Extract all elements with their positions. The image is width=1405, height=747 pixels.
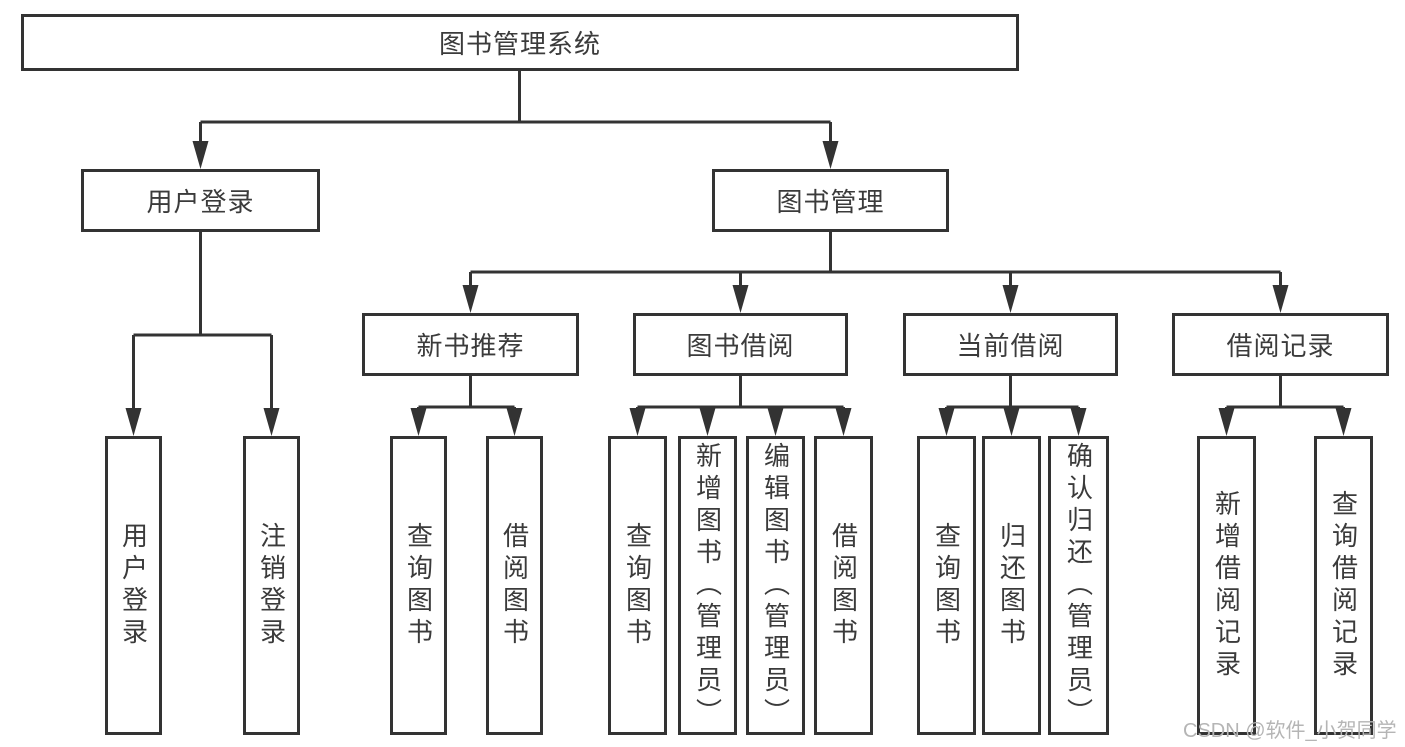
leaf-return-books: 归还图书	[982, 436, 1041, 735]
leaf-edit-books-admin: 编辑图书（管理员）	[746, 436, 805, 735]
arrowhead	[462, 285, 479, 313]
leaf-borrow-books: 借阅图书	[814, 436, 873, 735]
node-label: 图书管理系统	[438, 29, 601, 59]
arrowhead	[629, 408, 646, 436]
leaf-borrow-books-recommend: 借阅图书	[486, 436, 543, 735]
node-label: 用户登录	[118, 521, 149, 650]
node-label: 查询图书	[931, 521, 962, 650]
arrowhead	[263, 408, 280, 436]
leaf-query-borrow-record: 查询借阅记录	[1314, 436, 1373, 735]
node-borrowing-records: 借阅记录	[1172, 313, 1389, 376]
arrowhead	[1003, 408, 1020, 436]
arrowhead	[125, 408, 142, 436]
leaf-user-login: 用户登录	[105, 436, 162, 735]
arrowhead	[410, 408, 427, 436]
arrowhead	[835, 408, 852, 436]
node-label: 借阅记录	[1226, 331, 1335, 361]
leaf-add-books-admin: 新增图书（管理员）	[678, 436, 737, 735]
arrowhead	[822, 141, 839, 169]
leaf-confirm-return-admin: 确认归还（管理员）	[1048, 436, 1109, 735]
node-new-book-recommend: 新书推荐	[362, 313, 579, 376]
leaf-add-borrow-record: 新增借阅记录	[1197, 436, 1256, 735]
node-label: 注销登录	[256, 521, 287, 650]
node-book-borrowing: 图书借阅	[633, 313, 848, 376]
node-user-login: 用户登录	[81, 169, 320, 232]
arrowhead	[1002, 285, 1019, 313]
arrowhead	[1272, 285, 1289, 313]
node-label: 确认归还（管理员）	[1063, 441, 1094, 730]
leaf-query-books-borrow: 查询图书	[608, 436, 667, 735]
node-label: 查询图书	[622, 521, 653, 650]
node-label: 归还图书	[996, 521, 1027, 650]
arrowhead	[1070, 408, 1087, 436]
leaf-logout: 注销登录	[243, 436, 300, 735]
leaf-query-books-current: 查询图书	[917, 436, 976, 735]
node-label: 借阅图书	[828, 521, 859, 650]
arrowheads	[125, 141, 1352, 436]
arrowhead	[732, 285, 749, 313]
node-library-system: 图书管理系统	[21, 14, 1019, 71]
leaf-query-books-recommend: 查询图书	[390, 436, 447, 735]
csdn-watermark: CSDN @软件_小贺同学	[1183, 720, 1397, 742]
node-label: 新增借阅记录	[1211, 489, 1242, 682]
node-label: 查询图书	[403, 521, 434, 650]
node-label: 借阅图书	[499, 521, 530, 650]
node-label: 新书推荐	[416, 331, 525, 361]
node-book-management: 图书管理	[712, 169, 949, 232]
arrowhead	[192, 141, 209, 169]
node-label: 当前借阅	[956, 331, 1065, 361]
arrowhead	[1335, 408, 1352, 436]
node-label: 查询借阅记录	[1328, 489, 1359, 682]
arrowhead	[938, 408, 955, 436]
node-label: 图书借阅	[686, 331, 795, 361]
node-current-borrowing: 当前借阅	[903, 313, 1118, 376]
node-label: 用户登录	[146, 187, 255, 217]
node-label: 新增图书（管理员）	[692, 441, 723, 730]
arrowhead	[506, 408, 523, 436]
arrowhead	[699, 408, 716, 436]
node-label: 图书管理	[776, 187, 885, 217]
arrowhead	[767, 408, 784, 436]
node-label: 编辑图书（管理员）	[760, 441, 791, 730]
arrowhead	[1218, 408, 1235, 436]
